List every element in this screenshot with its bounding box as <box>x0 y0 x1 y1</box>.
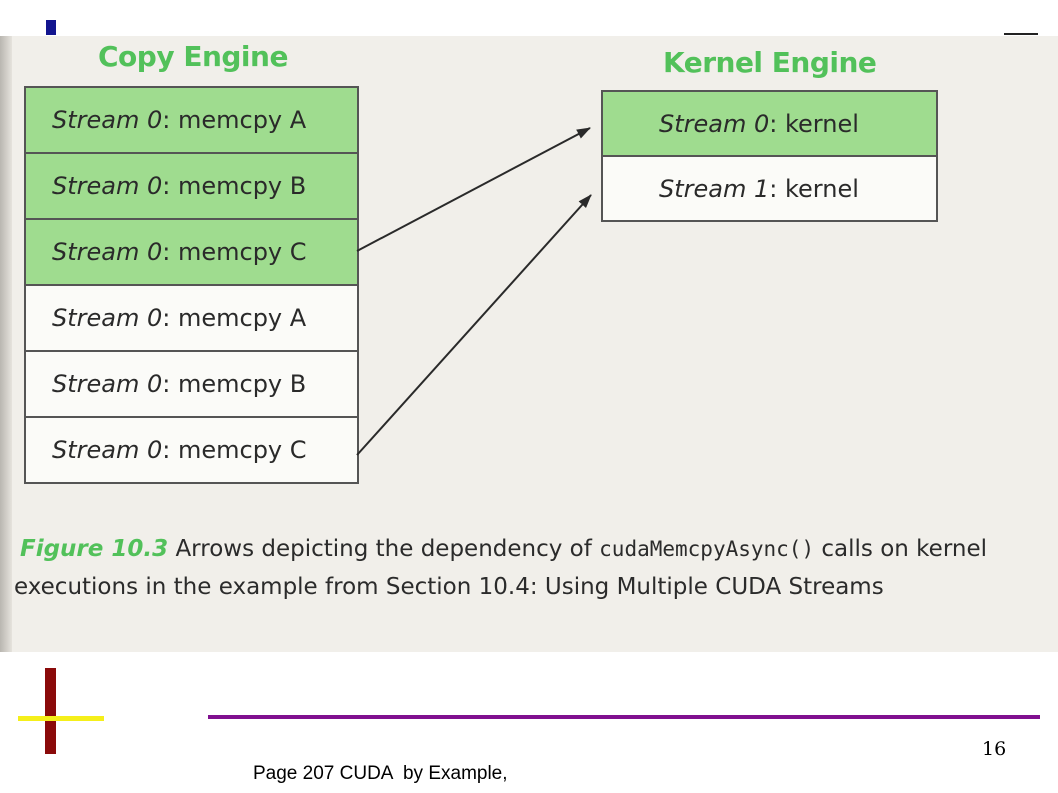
copy-engine-row: Stream 0: memcpy B <box>26 154 357 220</box>
copy-engine-row: Stream 0: memcpy C <box>26 220 357 286</box>
operation-label: : memcpy C <box>162 238 307 266</box>
stream-label: Stream 0 <box>52 238 163 266</box>
kernel-engine-row: Stream 0: kernel <box>603 92 936 157</box>
caption-code: cudaMemcpyAsync() <box>599 537 815 561</box>
dependency-arrow <box>356 194 592 456</box>
operation-label: : memcpy A <box>162 106 307 134</box>
kernel-engine-queue: Stream 0: kernel Stream 1: kernel <box>601 90 938 222</box>
copy-engine-queue: Stream 0: memcpy A Stream 0: memcpy B St… <box>24 86 359 484</box>
footer-source-reference: Page 207 CUDA by Example, <box>253 763 508 784</box>
kernel-engine-row: Stream 1: kernel <box>603 157 936 222</box>
figure-caption: Figure 10.3 Arrows depicting the depende… <box>14 530 1054 606</box>
operation-label: : kernel <box>769 109 859 138</box>
copy-engine-title: Copy Engine <box>98 40 288 73</box>
caption-text: calls on kernel executions in the exampl… <box>14 536 987 600</box>
operation-label: : memcpy C <box>162 436 307 464</box>
copy-engine-row: Stream 0: memcpy A <box>26 88 357 154</box>
stream-label: Stream 0 <box>52 304 163 332</box>
copy-engine-row: Stream 0: memcpy A <box>26 286 357 352</box>
stream-label: Stream 0 <box>659 109 770 138</box>
footer-divider <box>208 715 1040 719</box>
stream-label: Stream 0 <box>52 370 163 398</box>
dependency-arrow <box>356 127 591 252</box>
kernel-engine-title: Kernel Engine <box>663 46 877 79</box>
stream-label: Stream 1 <box>659 174 770 203</box>
stream-label: Stream 0 <box>52 172 163 200</box>
stream-label: Stream 0 <box>52 436 163 464</box>
scan-corner-mark <box>1004 33 1038 35</box>
stream-label: Stream 0 <box>52 106 163 134</box>
slide-corner-marker <box>46 20 56 35</box>
caption-text: Arrows depicting the dependency of <box>168 536 600 562</box>
slide-decoration-cross <box>45 668 56 754</box>
scan-page-edge-shadow <box>0 36 12 652</box>
page-number: 16 <box>982 738 1007 760</box>
copy-engine-row: Stream 0: memcpy B <box>26 352 357 418</box>
operation-label: : memcpy B <box>162 172 307 200</box>
slide-decoration-cross <box>18 716 104 721</box>
operation-label: : kernel <box>769 174 859 203</box>
operation-label: : memcpy B <box>162 370 307 398</box>
figure-label: Figure 10.3 <box>20 536 169 562</box>
copy-engine-row: Stream 0: memcpy C <box>26 418 357 484</box>
operation-label: : memcpy A <box>162 304 307 332</box>
